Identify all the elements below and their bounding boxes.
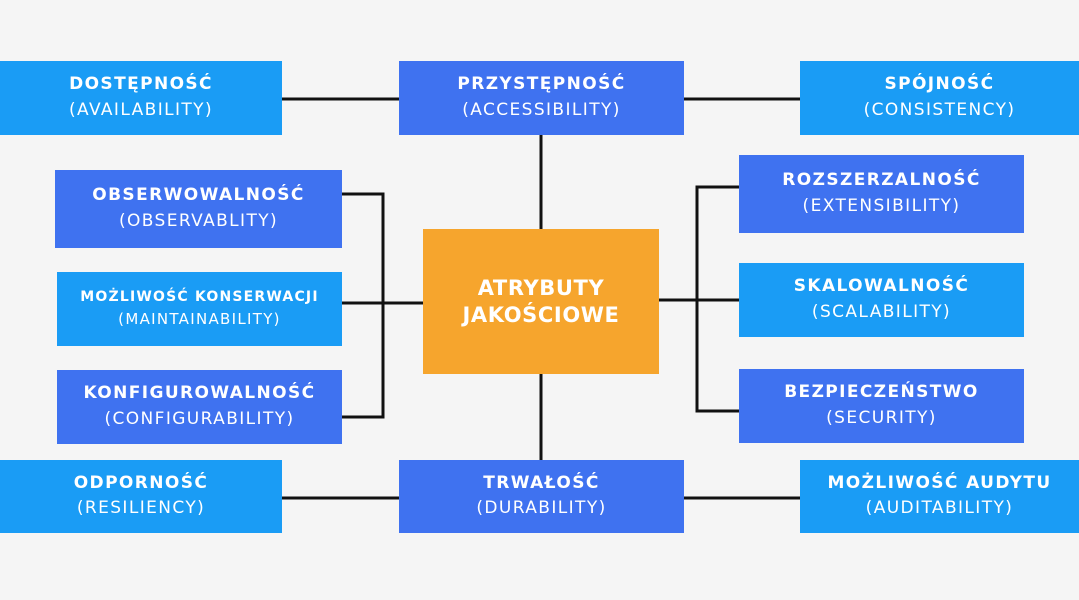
node-pl-label: PRZYSTĘPNOŚĆ <box>457 74 626 95</box>
node-pl-label: MOŻLIWOŚĆ AUDYTU <box>827 472 1052 493</box>
node-przystepnosc: PRZYSTĘPNOŚĆ (ACCESSIBILITY) <box>399 61 684 135</box>
node-en-label: (EXTENSIBILITY) <box>802 195 961 216</box>
node-pl-label: MOŻLIWOŚĆ KONSERWACJI <box>80 288 319 305</box>
node-bezpieczenstwo: BEZPIECZEŃSTWO (SECURITY) <box>739 369 1024 443</box>
node-pl-label: KONFIGUROWALNOŚĆ <box>83 383 316 404</box>
center-label-line2: JAKOŚCIOWE <box>462 302 620 327</box>
node-dostepnosc: DOSTĘPNOŚĆ (AVAILABILITY) <box>0 61 282 135</box>
node-en-label: (AUDITABILITY) <box>865 498 1014 519</box>
node-pl-label: DOSTĘPNOŚĆ <box>69 74 213 95</box>
center-label-line1: ATRYBUTY <box>477 275 605 300</box>
node-en-label: (SCALABILITY) <box>811 301 952 322</box>
node-pl-label: BEZPIECZEŃSTWO <box>784 382 979 403</box>
node-pl-label: ROZSZERZALNOŚĆ <box>782 170 981 191</box>
bracket-left <box>342 192 385 419</box>
node-konfigurowalnosc: KONFIGUROWALNOŚĆ (CONFIGURABILITY) <box>57 370 342 444</box>
node-rozszerzalnosc: ROZSZERZALNOŚĆ (EXTENSIBILITY) <box>739 155 1024 233</box>
node-pl-label: TRWAŁOŚĆ <box>483 472 600 493</box>
node-mozliwosc-konserwacji: MOŻLIWOŚĆ KONSERWACJI (MAINTAINABILITY) <box>57 272 342 346</box>
node-en-label: (AVAILABILITY) <box>68 99 213 120</box>
node-obserwowalnosc: OBSERWOWALNOŚĆ (OBSERVABLITY) <box>55 170 342 248</box>
node-en-label: (ACCESSIBILITY) <box>462 99 621 120</box>
node-en-label: (CONFIGURABILITY) <box>104 408 295 429</box>
node-en-label: (CONSISTENCY) <box>863 99 1016 120</box>
node-trwalosc: TRWAŁOŚĆ (DURABILITY) <box>399 460 684 533</box>
node-en-label: (DURABILITY) <box>476 498 607 519</box>
node-en-label: (MAINTAINABILITY) <box>118 310 281 329</box>
node-skalowalnosc: SKALOWALNOŚĆ (SCALABILITY) <box>739 263 1024 337</box>
node-odpornosc: ODPORNOŚĆ (RESILIENCY) <box>0 460 282 533</box>
node-en-label: (SECURITY) <box>826 407 937 428</box>
node-pl-label: SKALOWALNOŚĆ <box>793 276 970 297</box>
center-node-atrybuty-jakosciowe: ATRYBUTY JAKOŚCIOWE <box>423 229 659 374</box>
node-en-label: (RESILIENCY) <box>76 498 206 519</box>
node-pl-label: ODPORNOŚĆ <box>73 472 209 493</box>
node-mozliwosc-audytu: MOŻLIWOŚĆ AUDYTU (AUDITABILITY) <box>800 460 1079 533</box>
node-pl-label: SPÓJNOŚĆ <box>884 74 995 95</box>
node-pl-label: OBSERWOWALNOŚĆ <box>92 185 305 206</box>
node-en-label: (OBSERVABLITY) <box>118 210 279 231</box>
node-spojnosc: SPÓJNOŚĆ (CONSISTENCY) <box>800 61 1079 135</box>
